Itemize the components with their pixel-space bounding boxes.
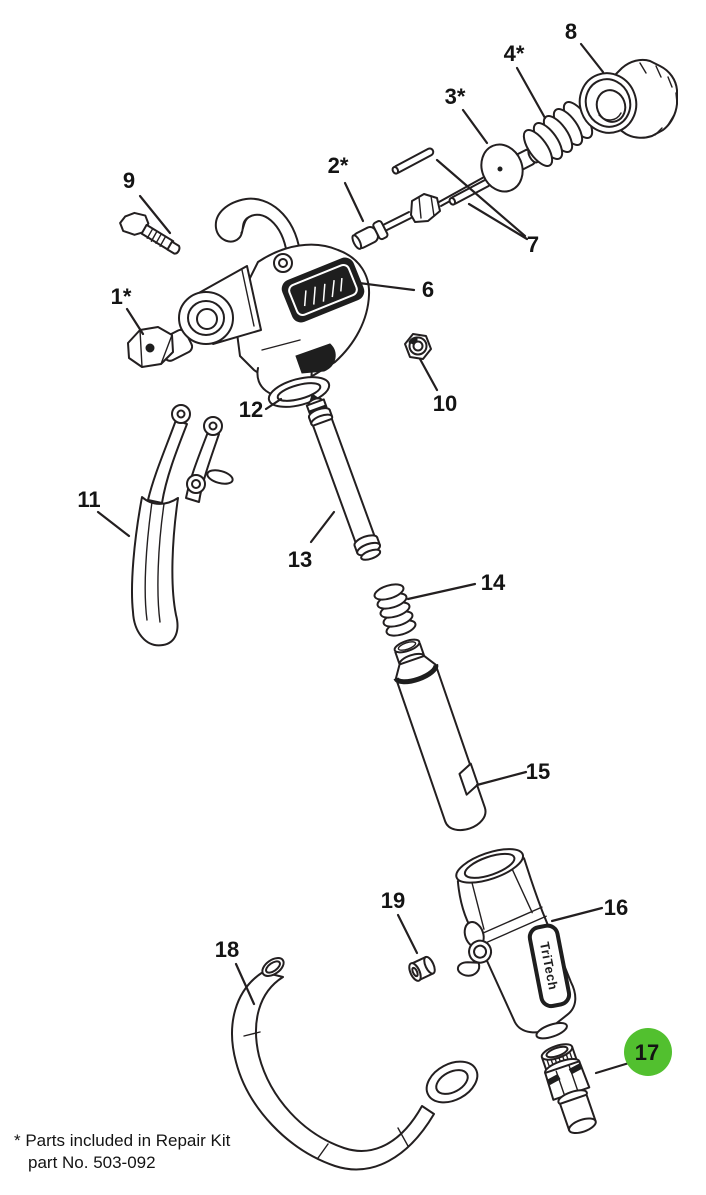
part-label-4[interactable]: 4* [504,41,547,120]
muzzle-bore [196,308,218,330]
leader-line [550,906,604,923]
part-18-trigger-guard [231,957,479,1171]
part-number: 16 [604,895,628,920]
leader-line [138,194,172,235]
part-label-12[interactable]: 12 [239,397,283,422]
part-number: 7 [527,232,539,257]
part-number: 4* [504,41,525,66]
part-label-15[interactable]: 15 [475,759,550,787]
part-label-16[interactable]: 16 [550,895,628,923]
trigger-blade [131,496,179,647]
valve-hex-nut [410,193,441,223]
leader-line [406,582,477,601]
pin-a [391,147,435,175]
part-label-3[interactable]: 3* [445,84,489,145]
part-number: 11 [77,487,100,512]
part-number: 8 [565,19,577,44]
part-number: 9 [123,168,135,193]
leader-line [396,913,419,955]
leader-line [467,202,529,241]
trigger-clip-wing [206,469,234,485]
part-label-2[interactable]: 2* [328,153,365,223]
leader-line [435,158,527,238]
part-number: 3* [445,84,466,109]
part-label-19[interactable]: 19 [381,888,419,955]
part-15-cylinder [393,638,487,832]
highlight-circle[interactable] [624,1028,672,1076]
footnote-line-2: part No. 503-092 [28,1153,156,1172]
leader-line [96,510,131,538]
part-label-10[interactable]: 10 [418,357,457,416]
part-label-8[interactable]: 8 [565,19,605,74]
part-1-seat [127,326,194,368]
clamp-wing-screw [456,961,481,977]
part-number: 18 [215,937,239,962]
leader-line [234,962,256,1006]
part-8-retainer-cap [578,58,678,139]
part-7-pins [391,147,492,206]
part-label-18[interactable]: 18 [215,937,256,1006]
pivot-hole [273,253,293,273]
trigger-arm-left [147,419,188,504]
part-16-handle: TriTech [455,848,577,1040]
part-label-7[interactable]: 7 [435,158,539,257]
leader-line [264,397,283,411]
part-label-9[interactable]: 9 [123,168,172,235]
leader-line [461,108,489,145]
brand-logo-plate: TriTech [527,923,572,1009]
footnote: * Parts included in Repair Kit part No. … [14,1131,231,1172]
part-label-13[interactable]: 13 [288,510,336,572]
part-number: 12 [239,397,263,422]
part-number: 10 [433,391,457,416]
leader-line [309,510,336,544]
part-17-swivel-fitting [540,1043,597,1135]
part-14-spring [373,583,417,637]
leader-line [579,42,605,74]
leader-line [125,307,145,336]
leader-line [343,181,365,223]
part-13-piston-rod [305,393,382,561]
part-19-bushing [408,955,436,982]
part-number: 19 [381,888,405,913]
part-number: 13 [288,547,312,572]
footnote-line-1: * Parts included in Repair Kit [14,1131,231,1150]
gun-side-panel [281,257,365,323]
hanger-hook [214,197,301,255]
part-number: 17 [635,1040,659,1065]
part-label-6[interactable]: 6 [357,277,434,302]
part-number: 1* [111,284,132,309]
leader-line [515,66,547,120]
part-label-14[interactable]: 14 [406,570,506,601]
part-10-nut [404,333,432,360]
part-label-17-highlighted[interactable]: 17 [594,1028,672,1076]
leader-line [357,281,416,292]
seat-hole [145,343,155,353]
leader-line [418,357,439,392]
part-number: 2* [328,153,349,178]
part-number: 6 [422,277,434,302]
handle-opening [463,852,516,879]
part-9-screw [119,211,181,255]
part-number: 14 [481,570,506,595]
leader-line [475,770,528,787]
part-label-11[interactable]: 11 [77,487,131,538]
part-label-1[interactable]: 1* [111,284,145,336]
leader-line [594,1061,631,1075]
part-11-trigger [131,404,234,647]
part-number: 15 [526,759,550,784]
part-6-gun-head [178,197,371,398]
